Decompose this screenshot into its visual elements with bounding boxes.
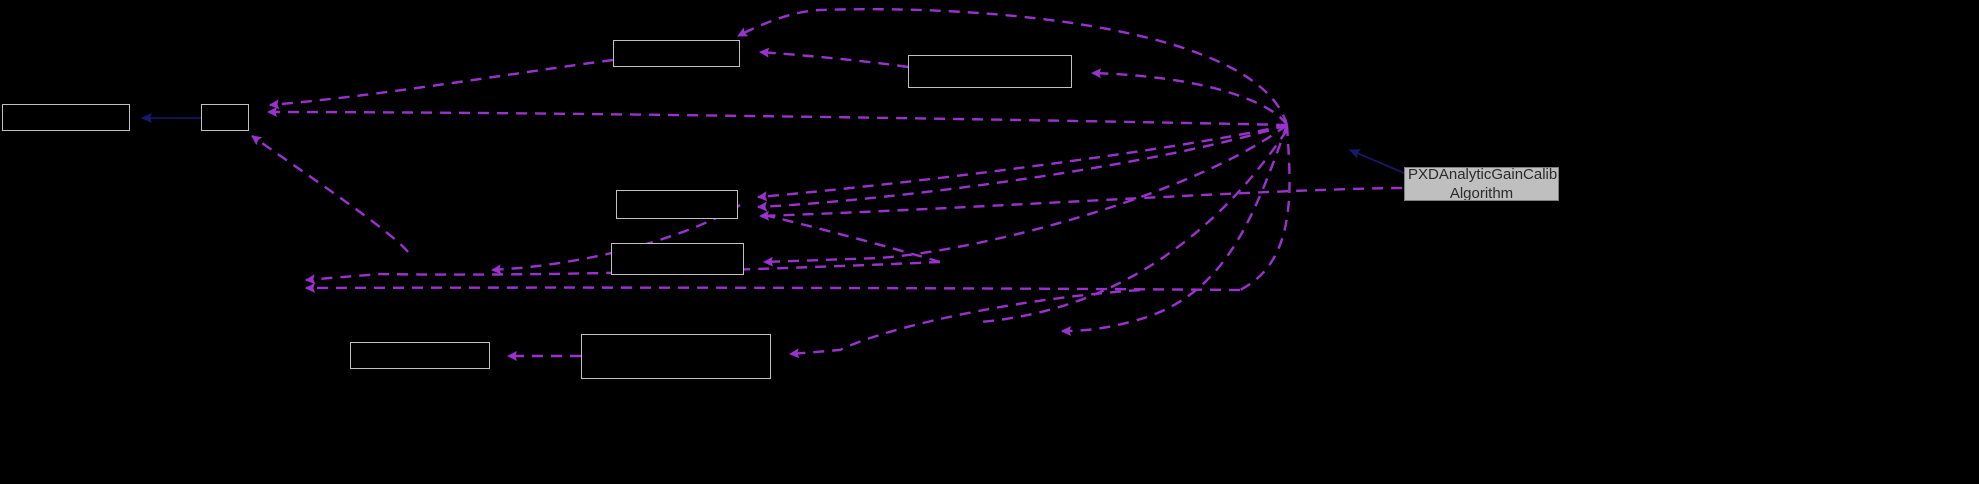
edge-usage-mid-dangling-1 [759, 186, 1441, 221]
graph-node[interactable] [908, 55, 1072, 88]
edge-usage-long-left-2 [305, 282, 1241, 293]
edge-usage-n1-down-1 [251, 135, 409, 253]
edge-usage-n7-up-curve [979, 129, 1288, 324]
edge-usage-hub-n3 [1091, 68, 1288, 126]
edge-inheritance-main-hub [1349, 149, 1405, 174]
graph-node-label: PXDAnalyticGainCalibration Algorithm [1408, 167, 1558, 201]
edge-usage-hub-to-main-dashed [1239, 124, 1291, 292]
edge-usage-n3-n2 [759, 47, 909, 69]
edge-usage-hub-n5 [763, 124, 1288, 267]
graph-node[interactable] [201, 104, 249, 131]
graph-node[interactable] [581, 334, 771, 379]
graph-node[interactable] [611, 243, 744, 275]
edge-usage-n5-branch [759, 212, 941, 264]
graph-node[interactable] [2, 104, 130, 131]
edge-usage-n2-n1 [269, 58, 614, 110]
edge-usage-hub-n1-upper [267, 107, 1288, 127]
edge-usage-hub-n7 [789, 288, 1141, 359]
graph-node[interactable] [613, 40, 740, 67]
edge-usage-hub-n4 [757, 123, 1288, 202]
edge-usage-hub-n4b [757, 123, 1288, 212]
graph-node[interactable] [616, 190, 738, 219]
graph-node-current-class[interactable]: PXDAnalyticGainCalibration Algorithm [1404, 167, 1559, 201]
graph-node[interactable] [350, 342, 490, 369]
edge-usage-hub-down-curve [1061, 124, 1289, 336]
